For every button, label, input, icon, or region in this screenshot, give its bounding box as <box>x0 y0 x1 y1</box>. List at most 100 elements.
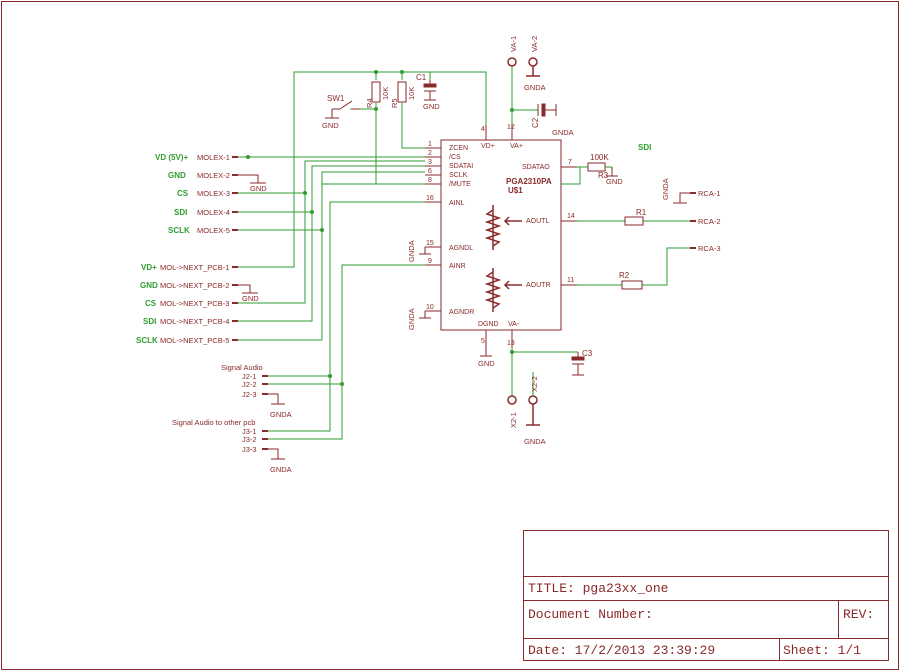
gnda-agndr: GNDA <box>407 308 416 330</box>
net-label-sdi-top: SDI <box>638 143 651 152</box>
signal-audio-other-label: Signal Audio to other pcb <box>172 418 255 427</box>
agnd-symbols <box>419 247 492 357</box>
rca-gnd <box>673 192 690 204</box>
va-connectors <box>507 57 540 77</box>
net-label-gnd-next: GND <box>140 281 158 290</box>
gnda-j2-label: GNDA <box>270 410 292 419</box>
r1-label: R1 <box>636 208 647 217</box>
gnd-molex-2: GND <box>250 184 267 193</box>
resistor-r2 <box>621 280 643 290</box>
capacitor-c1 <box>423 80 437 101</box>
j2-1-label: J2-1 <box>242 372 257 381</box>
svg-text:DGND: DGND <box>478 321 499 328</box>
next-pcb-3-label: MOL->NEXT_PCB-3 <box>160 299 229 308</box>
svg-text:3: 3 <box>428 159 432 166</box>
gnd-next-2: GND <box>242 294 259 303</box>
svg-text:5: 5 <box>481 338 485 345</box>
rca-2-label: RCA-2 <box>698 217 721 226</box>
c1-gnd-label: GND <box>423 102 440 111</box>
next-pcb-1-label: MOL->NEXT_PCB-1 <box>160 263 229 272</box>
svg-text:SDATAO: SDATAO <box>522 164 550 171</box>
next-pcb-2-label: MOL->NEXT_PCB-2 <box>160 281 229 290</box>
sw1-gnd-label: GND <box>322 121 339 130</box>
resistor-r3 <box>587 162 618 177</box>
j3-2-label: J3-2 <box>242 435 257 444</box>
r2-label: R2 <box>619 271 630 280</box>
svg-text:AOUTL: AOUTL <box>526 218 549 225</box>
svg-text:VA-: VA- <box>508 321 520 328</box>
r5-label: R5 <box>390 98 399 108</box>
chip-pot-symbols <box>484 205 522 312</box>
rca-gnda-label: GNDA <box>661 178 670 200</box>
r3-value: 100K <box>590 153 609 162</box>
svg-text:1: 1 <box>428 141 432 148</box>
next-pcb-4-label: MOL->NEXT_PCB-4 <box>160 317 229 326</box>
x2-2-label: X2-2 <box>530 376 539 392</box>
chip-pga2310: 1 2 3 6 8 16 15 9 10 4 12 7 14 11 5 13 Z… <box>425 124 577 348</box>
gnda-j2 <box>268 393 285 405</box>
molex-5-label: MOLEX-5 <box>197 226 230 235</box>
svg-text:15: 15 <box>426 240 434 247</box>
svg-text:7: 7 <box>568 159 572 166</box>
svg-text:9: 9 <box>428 258 432 265</box>
svg-text:10: 10 <box>426 304 434 311</box>
svg-text:/CS: /CS <box>449 154 461 161</box>
svg-text:SDATAI: SDATAI <box>449 163 473 170</box>
svg-text:AINR: AINR <box>449 263 466 270</box>
x2-connectors <box>507 372 540 426</box>
gnd-symbols-left <box>238 174 266 294</box>
document-number: Document Number: <box>528 607 653 622</box>
svg-text:AGNDR: AGNDR <box>449 309 474 316</box>
c1-label: C1 <box>416 73 427 82</box>
gnda-j3-label: GNDA <box>270 465 292 474</box>
svg-text:AGNDL: AGNDL <box>449 245 473 252</box>
va-2-label: VA-2 <box>530 36 539 52</box>
svg-text:ZCEN: ZCEN <box>449 145 468 152</box>
c2-gnda-label: GNDA <box>552 128 574 137</box>
gnda-j3 <box>268 448 285 460</box>
svg-text:/MUTE: /MUTE <box>449 181 471 188</box>
resistor-r4 <box>371 81 381 103</box>
gnda-agndl: GNDA <box>407 240 416 262</box>
svg-text:VD+: VD+ <box>481 143 495 150</box>
svg-text:13: 13 <box>507 340 515 347</box>
sw1-label: SW1 <box>327 94 345 103</box>
svg-text:AINL: AINL <box>449 200 465 207</box>
r3-gnd-label: GND <box>606 177 623 186</box>
svg-text:2: 2 <box>428 150 432 157</box>
svg-text:8: 8 <box>428 177 432 184</box>
capacitor-c3 <box>571 352 585 376</box>
chip-ref: U$1 <box>508 186 523 195</box>
revision: REV: <box>843 607 874 622</box>
j3-3-label: J3-3 <box>242 445 257 454</box>
net-label-cs: CS <box>177 189 189 198</box>
molex-3-label: MOLEX-3 <box>197 189 230 198</box>
resistor-r1 <box>624 216 644 226</box>
net-label-sdi-next: SDI <box>143 317 156 326</box>
net-label-sclk-next: SCLK <box>136 336 158 345</box>
c3-label: C3 <box>582 349 593 358</box>
svg-text:14: 14 <box>567 213 575 220</box>
va-1-label: VA-1 <box>509 36 518 52</box>
svg-text:6: 6 <box>428 168 432 175</box>
net-label-vd: VD (5V)+ <box>155 153 188 162</box>
svg-text:AOUTR: AOUTR <box>526 282 551 289</box>
junction-dots <box>246 70 514 386</box>
title-text: TITLE: pga23xx_one <box>528 581 668 596</box>
rca-1-label: RCA-1 <box>698 189 721 198</box>
svg-text:12: 12 <box>507 124 515 131</box>
sheet-text: Sheet: 1/1 <box>783 643 861 658</box>
rca-3-label: RCA-3 <box>698 244 721 253</box>
svg-text:16: 16 <box>426 195 434 202</box>
svg-text:SCLK: SCLK <box>449 172 468 179</box>
x2-1-label: X2-1 <box>509 412 518 428</box>
signal-audio-label: Signal Audio <box>221 363 263 372</box>
molex-2-label: MOLEX-2 <box>197 171 230 180</box>
dgnd-gnd-label: GND <box>478 359 495 368</box>
next-pcb-5-label: MOL->NEXT_PCB-5 <box>160 336 229 345</box>
net-label-sclk: SCLK <box>168 226 190 235</box>
connector-pins <box>232 156 696 450</box>
